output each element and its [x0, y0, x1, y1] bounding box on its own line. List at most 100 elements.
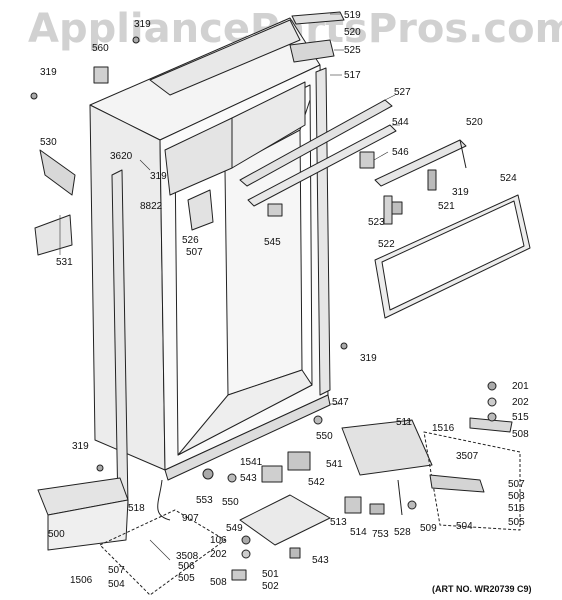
trim-strip-right: [315, 67, 331, 396]
callout-560: 560: [92, 43, 109, 54]
callout-542: 542: [308, 477, 325, 488]
callout-521: 521: [438, 201, 455, 212]
callout-8822: 8822: [140, 201, 163, 212]
callout-515: 515: [512, 412, 529, 423]
art-number: (ART NO. WR20739 C9): [432, 584, 532, 594]
screw-509: [407, 500, 417, 510]
tube-907: [157, 479, 171, 521]
part-515: [487, 412, 497, 422]
callout-553: 553: [196, 495, 213, 506]
cabinet-top-back: [149, 19, 301, 96]
callout-319-left: 319: [40, 67, 57, 78]
detail-box-left: [99, 509, 226, 596]
screw-201: [487, 381, 497, 391]
callout-106: 106: [210, 535, 227, 546]
top-trim: [291, 11, 345, 25]
callout-201: 201: [512, 381, 529, 392]
callout-202-lower: 202: [210, 549, 227, 560]
callout-520: 520: [466, 117, 483, 128]
callout-550-lower: 550: [222, 497, 239, 508]
callout-522: 522: [378, 239, 395, 250]
callout-319-right: 319: [452, 187, 469, 198]
callout-501: 501: [262, 569, 279, 580]
callout-541: 541: [326, 459, 343, 470]
callout-1541: 1541: [240, 457, 263, 468]
callout-3620: 3620: [110, 151, 133, 162]
part-550: [227, 473, 237, 483]
part-553: [202, 468, 214, 480]
callout-506: 506: [178, 561, 195, 572]
callout-550-center: 550: [316, 431, 333, 442]
callout-523: 523: [368, 217, 385, 228]
module-541: [287, 451, 311, 471]
screw-319-low: [96, 464, 104, 472]
screw-319-top: [132, 36, 140, 44]
screw-319-left: [30, 92, 38, 100]
callout-507-lower: 507: [108, 565, 125, 576]
part-545: [267, 203, 283, 217]
callout-1516: 1516: [432, 423, 455, 434]
callout-503: 503: [508, 491, 525, 502]
callout-549: 549: [226, 523, 243, 534]
callout-527: 527: [394, 87, 411, 98]
callout-524: 524: [500, 173, 517, 184]
bracket-531: [34, 214, 73, 256]
bracket-522: [391, 201, 403, 215]
bracket-560: [93, 66, 109, 84]
cabinet-interior-floor: [177, 369, 313, 456]
callout-504-lower: 504: [108, 579, 125, 590]
callout-508-lower: 508: [210, 577, 227, 588]
washer-202: [487, 397, 497, 407]
rail-527: [239, 99, 393, 187]
top-header-right: [231, 81, 306, 169]
bracket-508: [469, 417, 513, 433]
callout-753: 753: [372, 529, 389, 540]
part-521: [427, 169, 437, 191]
detail-box-right: [423, 431, 521, 531]
bracket-1516: [429, 474, 485, 493]
callout-319-top: 319: [134, 19, 151, 30]
callout-319-center: 319: [360, 353, 377, 364]
callout-513: 513: [330, 517, 347, 528]
part-543: [289, 547, 301, 559]
part-106: [241, 535, 251, 545]
callout-507-right: 507: [508, 479, 525, 490]
callout-1506: 1506: [70, 575, 93, 586]
callout-514: 514: [350, 527, 367, 538]
callout-543-upper: 543: [240, 473, 257, 484]
callout-505-right: 505: [508, 517, 525, 528]
callout-525: 525: [344, 45, 361, 56]
tray-549: [239, 494, 331, 546]
part-550b: [313, 415, 323, 425]
rail-544: [247, 124, 397, 207]
part-202-low: [241, 549, 251, 559]
bracket-523: [383, 195, 393, 225]
callout-502: 502: [262, 581, 279, 592]
base-rail: [164, 394, 331, 481]
callout-517: 517: [344, 70, 361, 81]
callout-507-upper: 507: [186, 247, 203, 258]
callout-531: 531: [56, 257, 73, 268]
callout-508-right: 508: [512, 429, 529, 440]
bracket-526: [187, 189, 214, 231]
callout-500: 500: [48, 529, 65, 540]
part-501: [231, 569, 247, 581]
callout-519: 519: [344, 10, 361, 21]
callout-505-lower: 505: [178, 573, 195, 584]
rod-528: [397, 479, 403, 516]
callout-528: 528: [394, 527, 411, 538]
callout-546: 546: [392, 147, 409, 158]
callout-202-right: 202: [512, 397, 529, 408]
hinge-530: [39, 149, 76, 196]
module-1541: [261, 465, 283, 483]
callout-907: 907: [182, 513, 199, 524]
callout-543-lower: 543: [312, 555, 329, 566]
callout-319-mid: 319: [150, 171, 167, 182]
callout-3507: 3507: [456, 451, 479, 462]
callout-544: 544: [392, 117, 409, 128]
part-513: [344, 496, 362, 514]
callout-530: 530: [40, 137, 57, 148]
part-511: [341, 419, 433, 476]
screw-319-mid: [340, 342, 348, 350]
